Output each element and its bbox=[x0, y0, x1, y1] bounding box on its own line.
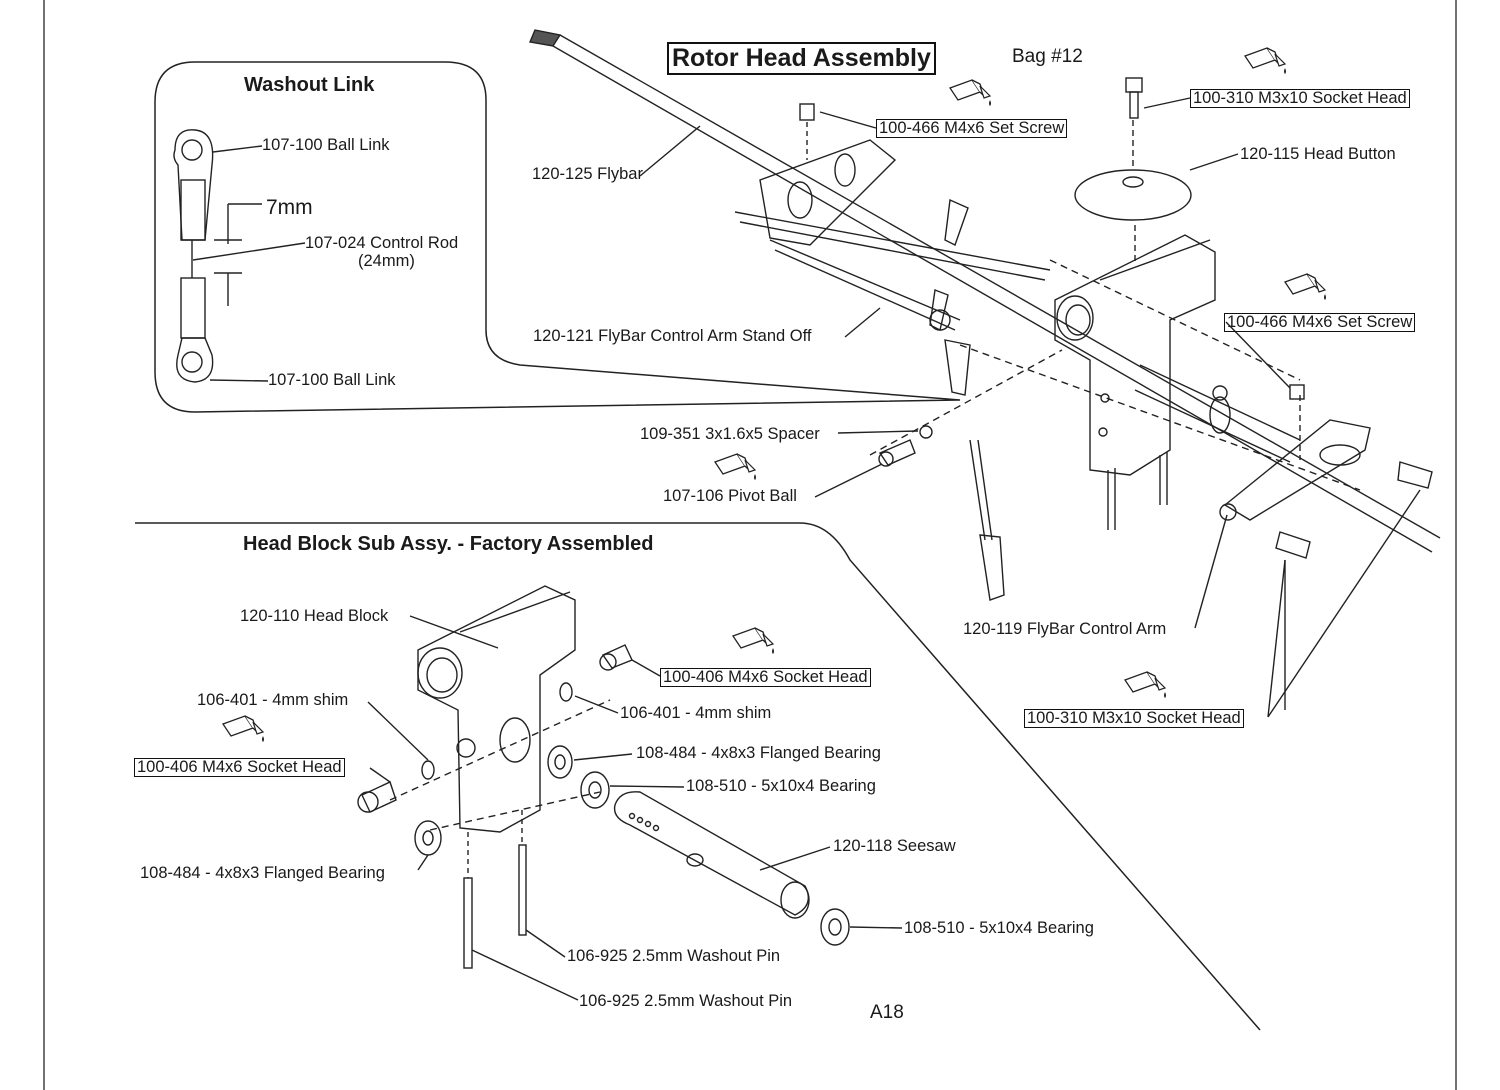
flybar-control-arm-left bbox=[734, 139, 1051, 396]
label-control-rod: 107-024 Control Rod bbox=[305, 234, 459, 252]
threadlocker-bottle-icon bbox=[949, 79, 992, 107]
label-flanged-bearing-left: 108-484 - 4x8x3 Flanged Bearing bbox=[140, 864, 385, 882]
label-socket-head-top: 100-310 M3x10 Socket Head bbox=[1190, 89, 1410, 108]
label-washout-pin-1: 106-925 2.5mm Washout Pin bbox=[567, 947, 781, 965]
head-block-main bbox=[1054, 234, 1216, 530]
threadlocker-bottle-icon bbox=[222, 715, 265, 743]
label-set-screw-right: 100-466 M4x6 Set Screw bbox=[1224, 313, 1416, 332]
label-control-arm: 120-119 FlyBar Control Arm bbox=[963, 620, 1167, 638]
threadlocker-bottle-icon bbox=[1244, 47, 1287, 75]
label-socket-head-bottom: 100-310 M3x10 Socket Head bbox=[1024, 709, 1244, 728]
threadlocker-bottle-icon bbox=[1284, 273, 1327, 301]
threadlocker-bottle-icon bbox=[732, 627, 775, 655]
label-ball-link-bottom: 107-100 Ball Link bbox=[268, 371, 396, 389]
label-head-block: 120-110 Head Block bbox=[240, 607, 389, 625]
label-socket-head-right: 100-406 M4x6 Socket Head bbox=[660, 668, 871, 687]
label-shim-left: 106-401 - 4mm shim bbox=[197, 691, 349, 709]
washout-link-drawing bbox=[173, 129, 262, 383]
page-number: A18 bbox=[870, 1002, 904, 1023]
label-control-rod-length: (24mm) bbox=[358, 252, 415, 270]
bag-number: Bag #12 bbox=[1012, 46, 1083, 67]
label-flanged-bearing-right: 108-484 - 4x8x3 Flanged Bearing bbox=[636, 744, 881, 762]
label-dimension: 7mm bbox=[266, 196, 313, 219]
label-shim-right: 106-401 - 4mm shim bbox=[620, 704, 772, 722]
flybar-rod bbox=[529, 29, 1441, 553]
label-head-button: 120-115 Head Button bbox=[1240, 145, 1396, 163]
threadlocker-bottle-icon bbox=[714, 453, 757, 481]
label-set-screw-top: 100-466 M4x6 Set Screw bbox=[876, 119, 1068, 138]
label-bearing-upper: 108-510 - 5x10x4 Bearing bbox=[686, 777, 876, 795]
threadlocker-bottle-icon bbox=[1124, 671, 1167, 699]
label-seesaw: 120-118 Seesaw bbox=[833, 837, 956, 855]
label-ball-link-top: 107-100 Ball Link bbox=[262, 136, 390, 154]
label-spacer: 109-351 3x1.6x5 Spacer bbox=[640, 425, 820, 443]
seesaw-part bbox=[613, 791, 831, 919]
label-bearing-lower: 108-510 - 5x10x4 Bearing bbox=[904, 919, 1094, 937]
flybar-control-arm-right bbox=[1219, 419, 1433, 559]
label-washout-pin-2: 106-925 2.5mm Washout Pin bbox=[579, 992, 793, 1010]
sub-head-block bbox=[417, 585, 576, 833]
sub-assembly-title: Head Block Sub Assy. - Factory Assembled bbox=[243, 533, 654, 555]
label-socket-head-left: 100-406 M4x6 Socket Head bbox=[134, 758, 345, 777]
inset-title: Washout Link bbox=[244, 74, 375, 96]
label-flybar: 120-125 Flybar bbox=[532, 165, 643, 183]
label-pivot-ball: 107-106 Pivot Ball bbox=[663, 487, 797, 505]
page-title: Rotor Head Assembly bbox=[667, 42, 936, 75]
label-standoff: 120-121 FlyBar Control Arm Stand Off bbox=[533, 327, 812, 345]
